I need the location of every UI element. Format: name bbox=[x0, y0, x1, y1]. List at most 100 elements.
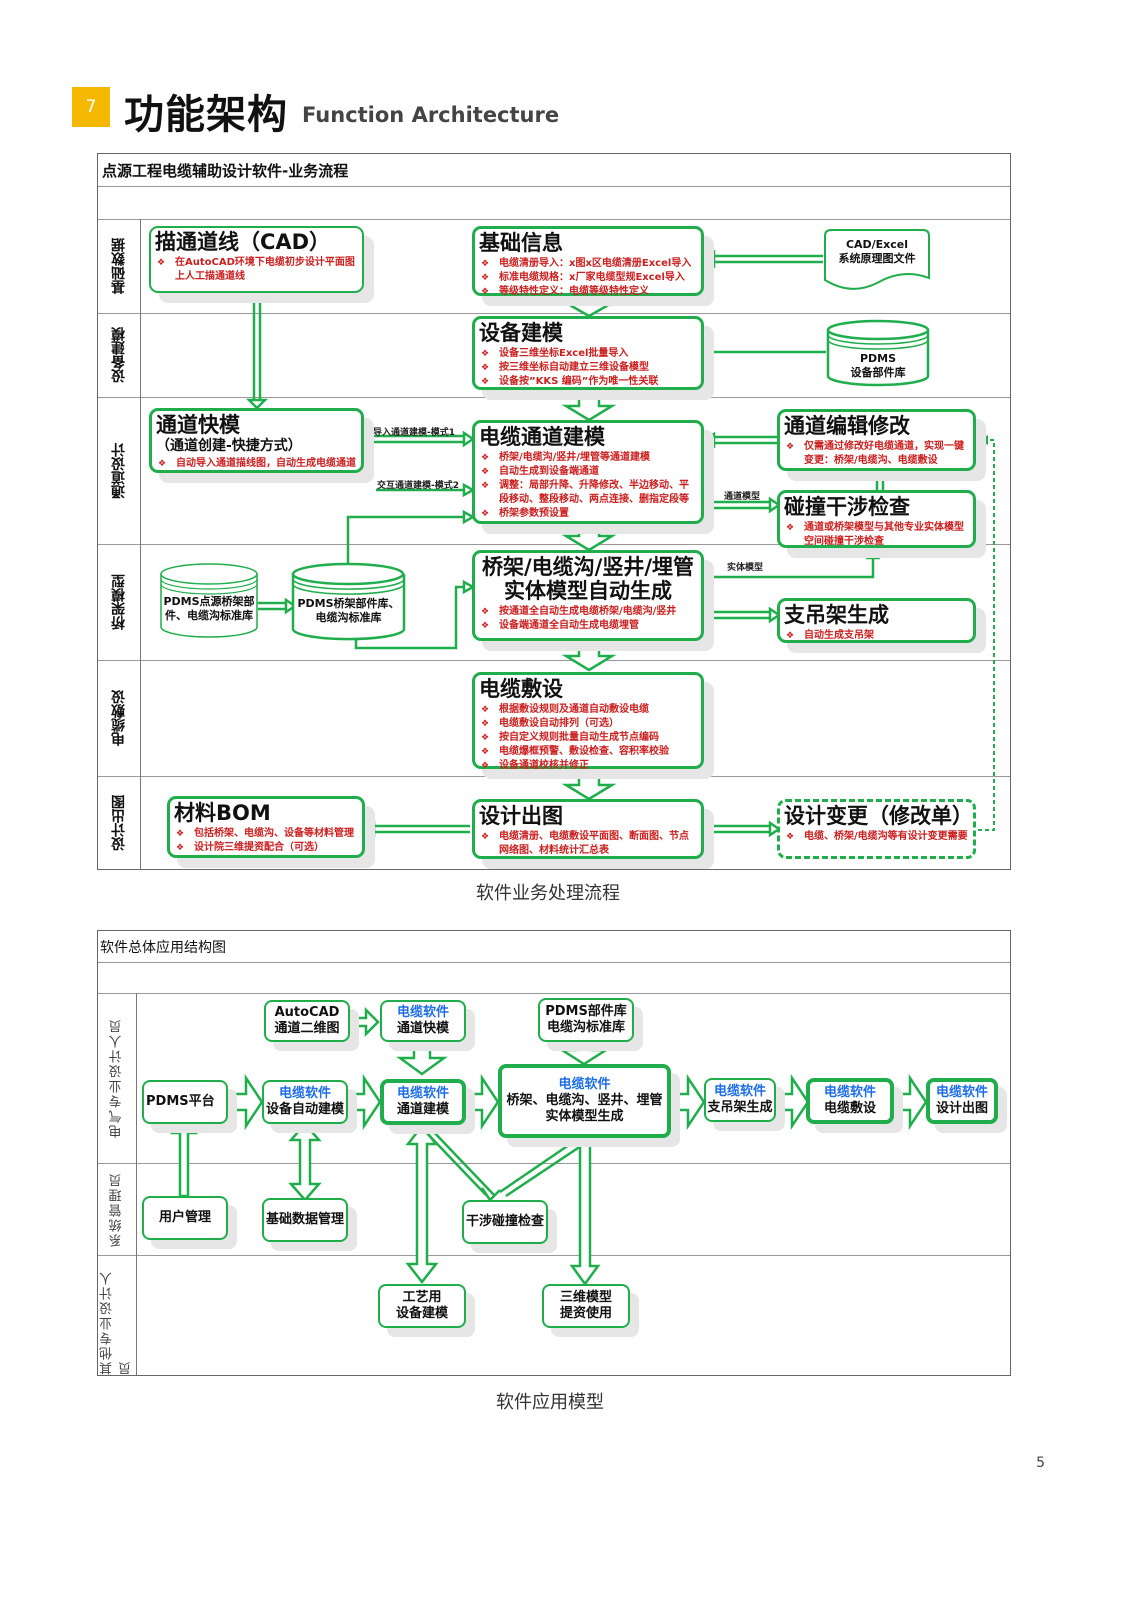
node-equipment-auto-model: 电缆软件 设备自动建模 bbox=[262, 1080, 348, 1124]
box-item: 电缆清册导入：x图x区电缆清册Excel导入 bbox=[479, 257, 697, 271]
node-line: 通道建模 bbox=[396, 1102, 449, 1117]
box-title: 描通道线（CAD） bbox=[155, 230, 331, 254]
connector-tray-lib-to-solid bbox=[354, 585, 466, 650]
box-trace-channel-line: 描通道线（CAD） 在AutoCAD环境下电缆初步设计平面图上人工描通道线 bbox=[149, 226, 364, 293]
double-arrow-channel-process-equipment bbox=[405, 1123, 439, 1285]
software-tag: 电缆软件 bbox=[823, 1085, 876, 1100]
cylinder-label: PDMS点源桥架部件、电缆沟标准库 bbox=[163, 595, 255, 622]
box-title: 碰撞干涉检查 bbox=[784, 495, 910, 519]
connector-tray-lib-to-channel bbox=[346, 515, 466, 563]
box-item: 设备三维坐标Excel批量导入 bbox=[479, 347, 697, 361]
hollow-arrow-quick-to-channel bbox=[396, 1038, 448, 1076]
node-line: 电缆沟标准库 bbox=[546, 1020, 625, 1035]
box-item: 设计院三维提资配合（可选） bbox=[174, 841, 358, 855]
box-item: 桥架参数预设置 bbox=[479, 507, 697, 521]
box-title: 设计变更（修改单） bbox=[784, 804, 973, 828]
node-line: 通道快模 bbox=[396, 1021, 449, 1036]
box-collision-check: 碰撞干涉检查 通道或桥架模型与其他专业实体模型空间碰撞干涉检查 bbox=[777, 490, 976, 548]
box-equipment-model: 设备建模 设备三维坐标Excel批量导入 按三维坐标自动建立三维设备模型 设备按… bbox=[472, 316, 704, 390]
box-item: 设备按”KKS 编码”作为唯一性关联 bbox=[479, 375, 697, 389]
software-tag: 电缆软件 bbox=[278, 1086, 331, 1101]
node-line: AutoCAD bbox=[274, 1005, 340, 1020]
software-tag: 电缆软件 bbox=[558, 1077, 611, 1092]
node-line: 支吊架生成 bbox=[707, 1100, 773, 1115]
node-line: 设备建模 bbox=[395, 1306, 448, 1321]
node-line: 设备自动建模 bbox=[265, 1102, 344, 1117]
business-flow-title: 点源工程电缆辅助设计软件-业务流程 bbox=[102, 162, 349, 180]
box-item: 按三维坐标自动建立三维设备模型 bbox=[479, 361, 697, 375]
box-material-bom: 材料BOM 包括桥架、电缆沟、设备等材料管理 设计院三维提资配合（可选） bbox=[167, 796, 365, 858]
node-line: 电缆敷设 bbox=[823, 1101, 876, 1116]
node-line: 干涉碰撞检查 bbox=[465, 1214, 544, 1229]
flow-label-channel-model: 通道模型 bbox=[724, 492, 761, 502]
flow-label-solid-model: 实体模型 bbox=[727, 563, 764, 573]
node-line: PDMS平台 bbox=[146, 1094, 215, 1109]
connector-solid-to-collision bbox=[704, 556, 875, 579]
box-subtitle: （通道创建-快捷方式） bbox=[156, 438, 302, 454]
box-design-output: 设计出图 电缆清册、电缆敷设平面图、断面图、节点网络图、材料统计汇总表 bbox=[472, 799, 704, 859]
box-title: 材料BOM bbox=[174, 801, 271, 825]
box-item: 等级特性定义：电缆等级特性定义 bbox=[479, 285, 697, 299]
cylinder-label-line1: PDMS桥架部件库、 bbox=[297, 597, 400, 610]
cylinder-pdms-source-lib: PDMS点源桥架部件、电缆沟标准库 bbox=[159, 563, 259, 638]
arrow-user-to-platform bbox=[169, 1120, 199, 1198]
box-support-generation: 支吊架生成 自动生成支吊架 bbox=[777, 598, 976, 643]
box-item: 按通道全自动生成电缆桥架/电缆沟/竖井 bbox=[479, 605, 697, 619]
node-pdms-component-lib: PDMS部件库 电缆沟标准库 bbox=[538, 998, 634, 1042]
hollow-arrow-channel-to-solid bbox=[463, 1073, 500, 1131]
box-title: 支吊架生成 bbox=[784, 603, 889, 627]
box-item: 电缆清册、电缆敷设平面图、断面图、节点网络图、材料统计汇总表 bbox=[479, 830, 697, 858]
node-line: 设计出图 bbox=[935, 1101, 988, 1116]
page-number: 5 bbox=[1036, 1455, 1045, 1471]
box-item: 在AutoCAD环境下电缆初步设计平面图上人工描通道线 bbox=[155, 256, 358, 284]
app-structure-title: 软件总体应用结构图 bbox=[100, 940, 226, 956]
box-item: 按自定义规则批量自动生成节点编码 bbox=[479, 731, 697, 745]
box-solid-model-generation: 桥架/电缆沟/竖井/埋管 实体模型自动生成 按通道全自动生成电缆桥架/电缆沟/竖… bbox=[472, 550, 704, 641]
software-tag: 电缆软件 bbox=[396, 1086, 449, 1101]
flow-label-mode2: 交互通道建模-模式2 bbox=[377, 481, 459, 491]
box-item: 自动导入通道描线图，自动生成电缆通道 bbox=[156, 457, 357, 471]
box-title: 桥架/电缆沟/竖井/埋管 bbox=[481, 555, 694, 579]
box-item: 仅需通过修改好电缆通道，实现一键变更：桥架/电缆沟、电缆敷设 bbox=[784, 440, 969, 468]
node-interference-check: 干涉碰撞检查 bbox=[462, 1200, 548, 1244]
box-item: 电缆敷设自动排列（可选） bbox=[479, 717, 697, 731]
cylinder-label-line2: 设备部件库 bbox=[850, 366, 906, 379]
node-line: 实体模型生成 bbox=[545, 1109, 624, 1124]
page-title: 功能架构 bbox=[124, 92, 288, 138]
box-title: 设计出图 bbox=[479, 804, 563, 828]
doc-cad-excel: CAD/Excel 系统原理图文件 bbox=[823, 228, 931, 290]
doc-cad-excel-line2: 系统原理图文件 bbox=[838, 252, 916, 265]
box-item: 设备通道校核并修正 bbox=[479, 759, 697, 773]
box-item: 自动生成到设备端通道 bbox=[479, 465, 697, 479]
node-line: PDMS部件库 bbox=[545, 1004, 627, 1019]
box-item: 标准电缆规格：x厂家电缆型规Excel导入 bbox=[479, 271, 697, 285]
box-quick-channel: 通道快模 （通道创建-快捷方式） 自动导入通道描线图，自动生成电缆通道 bbox=[149, 408, 364, 473]
hollow-arrow-platform-to-equipment bbox=[226, 1073, 264, 1131]
hollow-arrow-channel-to-solid bbox=[561, 521, 617, 552]
hollow-arrow-equipment-to-channel bbox=[561, 388, 617, 422]
node-line: 基础数据管理 bbox=[265, 1212, 344, 1227]
software-tag: 电缆软件 bbox=[713, 1084, 766, 1099]
page-subtitle: Function Architecture bbox=[302, 103, 560, 127]
node-autocad-2d: AutoCAD 通道二维图 bbox=[264, 1000, 350, 1042]
box-item: 调整：局部升降、升降修改、半边移动、平段移动、整段移动、两点连接、删指定段等 bbox=[479, 479, 697, 507]
cylinder-pdms-equipment-lib: PDMS 设备部件库 bbox=[826, 319, 930, 387]
connector-solid-to-interference bbox=[505, 1138, 591, 1198]
node-quick-channel: 电缆软件 通道快模 bbox=[380, 1000, 466, 1042]
box-basic-info: 基础信息 电缆清册导入：x图x区电缆清册Excel导入 标准电缆规格：x厂家电缆… bbox=[472, 226, 704, 299]
node-pdms-platform: PDMS平台 bbox=[142, 1080, 228, 1124]
box-title: 电缆通道建模 bbox=[479, 425, 605, 449]
hollow-arrow-laying-to-drawing bbox=[891, 1073, 928, 1131]
business-flow-caption: 软件业务处理流程 bbox=[476, 883, 620, 904]
box-title: 基础信息 bbox=[479, 231, 563, 255]
box-item: 电缆、桥架/电缆沟等有设计变更需要 bbox=[784, 830, 969, 844]
node-base-data-management: 基础数据管理 bbox=[262, 1198, 348, 1242]
hollow-arrow-pdmslib-to-solid bbox=[557, 1038, 611, 1066]
node-solid-model-generation: 电缆软件 桥架、电缆沟、竖井、埋管 实体模型生成 bbox=[498, 1064, 671, 1138]
double-arrow-base-data bbox=[288, 1122, 322, 1202]
app-structure-caption: 软件应用模型 bbox=[496, 1392, 604, 1413]
node-line: 三维模型 bbox=[559, 1290, 612, 1305]
connector-channel-to-interference bbox=[421, 1127, 487, 1196]
box-item: 自动生成支吊架 bbox=[784, 629, 969, 643]
